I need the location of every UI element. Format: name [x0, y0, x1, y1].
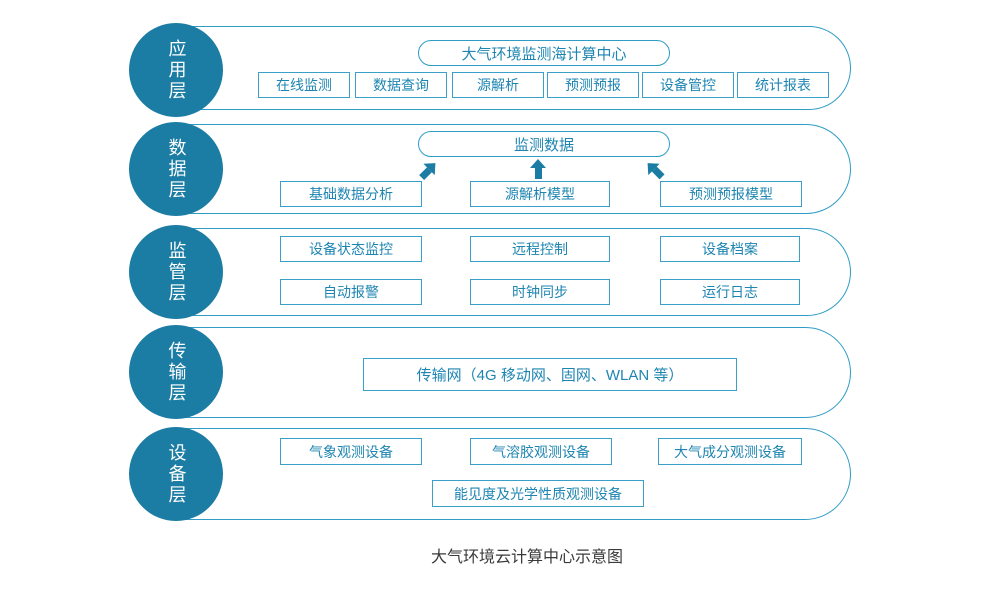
- module-box-forecast-model: 预测预报模型: [660, 181, 802, 207]
- monitoring-data-label: 监测数据: [513, 136, 574, 154]
- module-box-online-monitoring: 在线监测: [258, 72, 350, 98]
- module-box-forecast: 预测预报: [547, 72, 639, 98]
- layer-circle-supervision: 监管层: [129, 225, 223, 319]
- module-box-basic-data-analysis: 基础数据分析: [280, 181, 422, 207]
- module-box-transmission-network: 传输网（4G 移动网、固网、WLAN 等）: [363, 358, 737, 391]
- module-box-data-query: 数据查询: [355, 72, 447, 98]
- arrow-up-icon: [529, 159, 547, 180]
- layer-label-supervision: 监管层: [166, 240, 187, 304]
- module-box-device-status-monitoring: 设备状态监控: [280, 236, 422, 262]
- center-title-pill-application: 大气环境监测海计算中心: [418, 40, 670, 66]
- module-box-clock-sync: 时钟同步: [470, 279, 610, 305]
- layer-label-data: 数据层: [166, 137, 187, 201]
- layer-circle-device: 设备层: [129, 427, 223, 521]
- module-box-weather-observation: 气象观测设备: [280, 438, 422, 465]
- layer-label-device: 设备层: [166, 442, 187, 506]
- module-box-atmospheric-composition-observation: 大气成分观测设备: [658, 438, 802, 465]
- layer-label-application: 应用层: [166, 38, 187, 102]
- module-box-run-log: 运行日志: [660, 279, 800, 305]
- diagram-caption: 大气环境云计算中心示意图: [430, 549, 624, 566]
- module-box-statistics-report: 统计报表: [737, 72, 829, 98]
- module-box-source-analysis: 源解析: [452, 72, 544, 98]
- center-title-label: 大气环境监测海计算中心: [461, 45, 627, 63]
- module-box-source-analysis-model: 源解析模型: [470, 181, 610, 207]
- module-box-device-archive: 设备档案: [660, 236, 800, 262]
- module-box-remote-control: 远程控制: [470, 236, 610, 262]
- module-box-device-management: 设备管控: [642, 72, 734, 98]
- layer-circle-transmission: 传输层: [129, 325, 223, 419]
- module-box-auto-alarm: 自动报警: [280, 279, 422, 305]
- module-box-aerosol-observation: 气溶胶观测设备: [470, 438, 612, 465]
- layer-circle-data: 数据层: [129, 122, 223, 216]
- module-box-visibility-optical-observation: 能见度及光学性质观测设备: [432, 480, 644, 507]
- layer-label-transmission: 传输层: [166, 340, 187, 404]
- center-title-pill-monitoring-data: 监测数据: [418, 131, 670, 157]
- layer-circle-application: 应用层: [129, 23, 223, 117]
